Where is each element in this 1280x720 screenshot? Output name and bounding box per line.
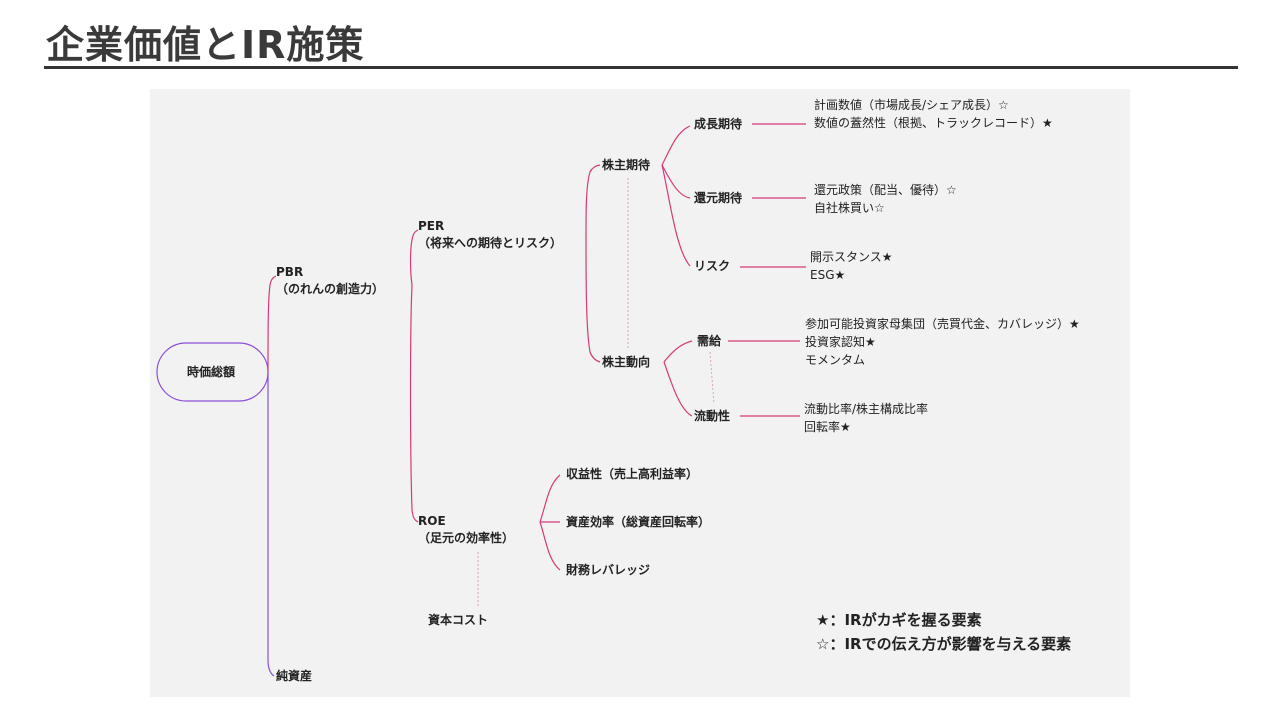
per-node: PER （将来への期待とリスク） (418, 218, 562, 252)
root-branch-down (267, 372, 275, 677)
list-item: 投資家認知★ (805, 335, 876, 349)
expectation-branch-growth (661, 125, 691, 166)
behavior-branch-supply (663, 340, 693, 363)
behavior-branch-liquidity (663, 361, 693, 417)
shareholder-behavior-node: 株主動向 (602, 355, 651, 369)
dotted-link-supply-liquidity (709, 351, 715, 405)
title-divider (44, 66, 1238, 69)
supply-demand-node: 需給 (697, 334, 722, 348)
roe-item-leverage: 財務レバレッジ (566, 563, 651, 577)
supply-demand-items: 参加可能投資家母集団（売買代金、カバレッジ）★ 投資家認知★ モメンタム (805, 315, 1080, 369)
list-item: 開示スタンス★ (810, 250, 893, 264)
roe-subtitle: （足元の効率性） (418, 531, 515, 545)
list-item: ESG★ (810, 268, 846, 282)
pbr-branch-up (409, 229, 419, 286)
liquidity-node: 流動性 (694, 409, 731, 423)
pbr-node: PBR （のれんの創造力） (276, 264, 384, 298)
growth-items: 計画数値（市場成長/シェア成長）☆ 数値の蓋然性（根拠、トラックレコード）★ (814, 96, 1053, 132)
net-assets-node: 純資産 (276, 669, 313, 683)
capital-cost-node: 資本コスト (428, 613, 489, 627)
roe-item-profitability: 収益性（売上高利益率） (566, 467, 699, 481)
diagram-panel (150, 89, 1130, 697)
liquidity-items: 流動比率/株主構成比率 回転率★ (804, 400, 928, 436)
pbr-title: PBR (276, 265, 304, 279)
legend: ★：IRがカギを握る要素 ☆：IRでの伝え方が影響を与える要素 (816, 608, 1071, 656)
list-item: 還元政策（配当、優待）☆ (814, 183, 957, 197)
list-item: 自社株買い☆ (814, 201, 885, 215)
roe-branch-leverage (539, 521, 561, 571)
roe-node: ROE （足元の効率性） (418, 513, 514, 547)
list-item: 計画数値（市場成長/シェア成長）☆ (814, 98, 1009, 112)
pbr-branch-down (409, 284, 419, 523)
pbr-subtitle: （のれんの創造力） (276, 282, 385, 296)
roe-title: ROE (418, 514, 446, 528)
risk-items: 開示スタンス★ ESG★ (810, 248, 893, 284)
list-item: モメンタム (805, 353, 866, 367)
roe-item-asset-efficiency: 資産効率（総資産回転率） (566, 515, 711, 529)
list-item: 流動比率/株主構成比率 (804, 402, 929, 416)
list-item: 参加可能投資家母集団（売買代金、カバレッジ）★ (805, 317, 1080, 331)
return-items: 還元政策（配当、優待）☆ 自社株買い☆ (814, 181, 957, 217)
list-item: 回転率★ (804, 420, 851, 434)
growth-expectation-node: 成長期待 (694, 117, 743, 131)
legend-outline-star: ☆：IRでの伝え方が影響を与える要素 (816, 635, 1072, 653)
per-title: PER (418, 219, 445, 233)
per-branch-down (585, 237, 601, 363)
shareholder-expectation-node: 株主期待 (602, 158, 651, 172)
return-expectation-node: 還元期待 (694, 191, 743, 205)
legend-filled-star: ★：IRがカギを握る要素 (816, 611, 982, 629)
per-subtitle: （将来への期待とリスク） (418, 236, 563, 250)
page-title: 企業価値とIR施策 (46, 23, 365, 67)
expectation-branch-risk (661, 164, 691, 267)
root-branch-up (267, 275, 277, 373)
list-item: 数値の蓋然性（根拠、トラックレコード）★ (814, 116, 1053, 130)
per-branch-up (585, 164, 601, 239)
root-node-market-cap: 時価総額 (187, 365, 236, 379)
expectation-branch-return (661, 164, 691, 199)
roe-branch-profit (539, 474, 561, 523)
risk-node: リスク (694, 259, 731, 273)
